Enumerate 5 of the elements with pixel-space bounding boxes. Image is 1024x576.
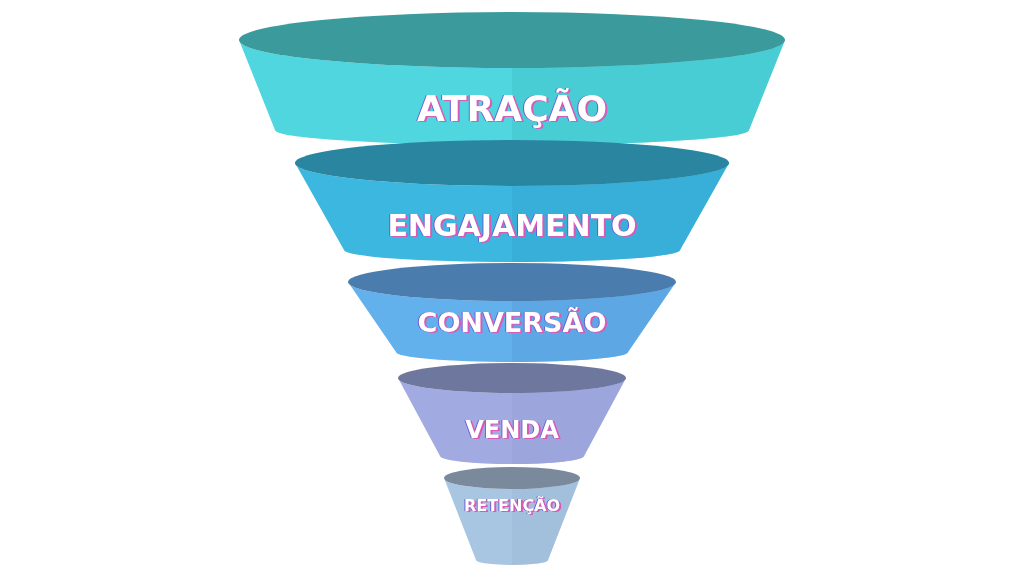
stage-label: VENDA (465, 416, 559, 444)
stage-label: ATRAÇÃO (416, 87, 608, 129)
stage-label: ENGAJAMENTO (387, 207, 637, 243)
stage-label: CONVERSÃO (417, 306, 607, 338)
stage-label: RETENÇÃO (463, 495, 561, 515)
